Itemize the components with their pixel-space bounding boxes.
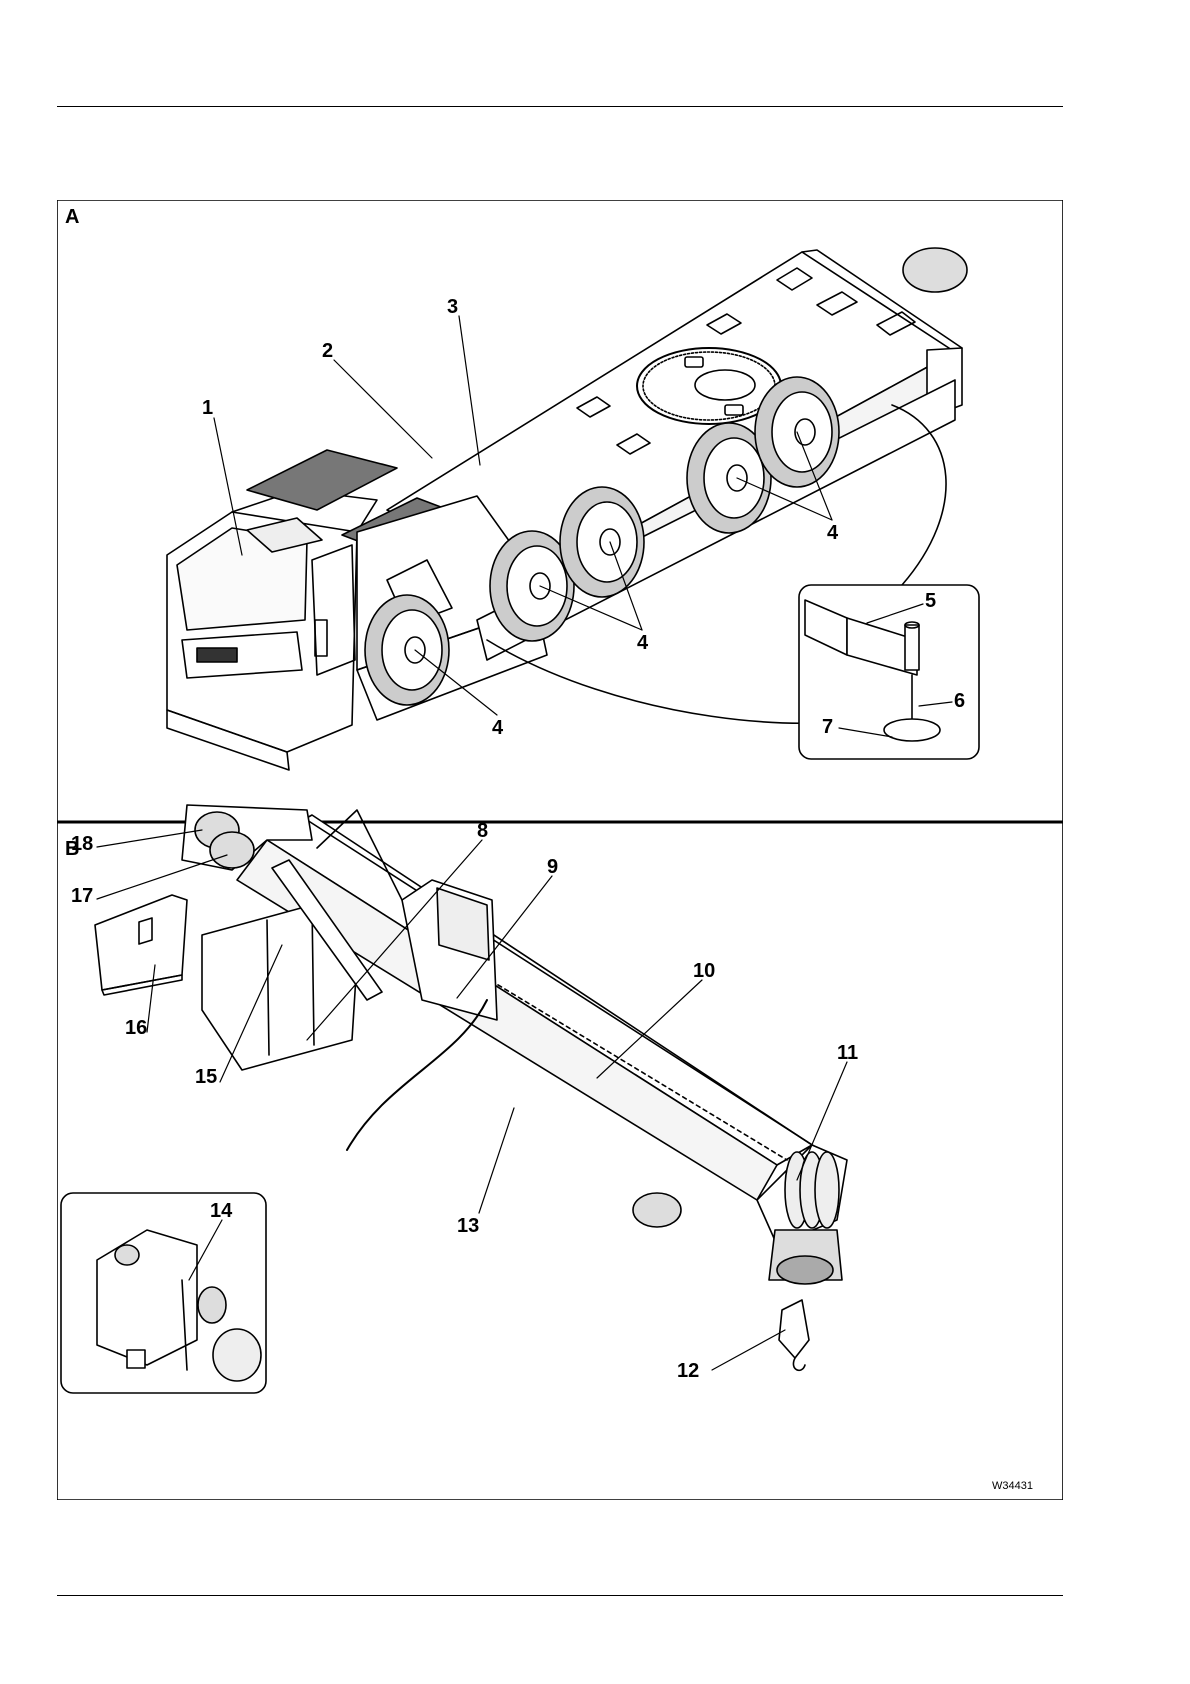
callout-4-rear: 4: [827, 522, 838, 545]
callout-9: 9: [547, 856, 558, 879]
callout-12: 12: [677, 1360, 699, 1383]
callout-1: 1: [202, 397, 213, 420]
panel-a-label: A: [65, 206, 79, 229]
callout-15: 15: [195, 1066, 217, 1089]
callout-18: 18: [71, 833, 93, 856]
callout-13: 13: [457, 1215, 479, 1238]
callout-6: 6: [954, 690, 965, 713]
callout-16: 16: [125, 1017, 147, 1040]
callout-10: 10: [693, 960, 715, 983]
callout-11: 11: [837, 1042, 858, 1065]
callout-5: 5: [925, 590, 936, 613]
bottom-rule: [57, 1595, 1063, 1596]
image-code: W34431: [992, 1480, 1033, 1492]
callout-3: 3: [447, 296, 458, 319]
panel-a-drawing: [167, 248, 979, 770]
top-rule: [57, 106, 1063, 107]
callout-4-middle: 4: [637, 632, 648, 655]
panel-b-drawing: [61, 805, 847, 1393]
callout-2: 2: [322, 340, 333, 363]
callout-14: 14: [210, 1200, 232, 1223]
callout-4-front: 4: [492, 717, 503, 740]
crane-figure: A B 1 2 3 4 4 4 5 6 7 8 9 10 11 12 13 14…: [57, 200, 1063, 1500]
callout-7: 7: [822, 716, 833, 739]
callout-17: 17: [71, 885, 93, 908]
callout-8: 8: [477, 820, 488, 843]
crane-drawing: [57, 200, 1063, 1500]
